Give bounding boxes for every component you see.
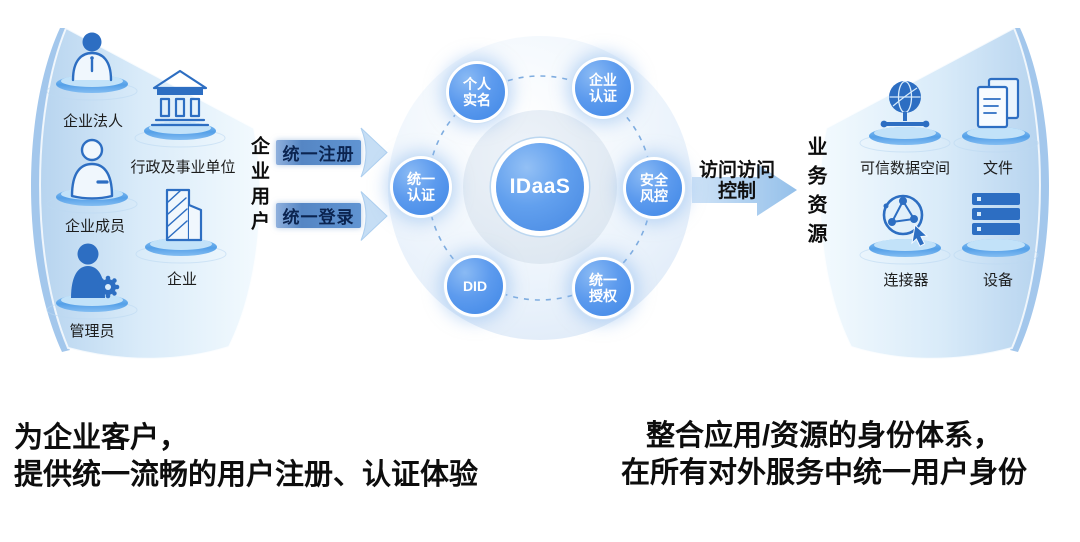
access-control-label: 访问访问 控制: [698, 160, 775, 202]
right-caption-line1: 整合应用/资源的身份体系，: [645, 420, 1003, 452]
platform: [953, 127, 1039, 153]
left-caption-line1: 为企业客户，: [14, 422, 189, 454]
right-caption-line2: 在所有对外服务中统一用户身份: [620, 457, 1027, 489]
data-globe-icon: [880, 80, 930, 128]
left-caption-line2: 提供统一流畅的用户注册、认证体验: [14, 459, 479, 491]
documents-icon: [976, 77, 1020, 129]
person-icon: [70, 138, 114, 200]
login-arrowhead: [360, 191, 388, 241]
idaas-core-circle: IDaaS: [496, 143, 584, 231]
left-fan-item-label: 管理员: [69, 323, 115, 340]
platform: [953, 239, 1039, 265]
left-fan-item-label: 企业法人: [62, 113, 124, 130]
left-fan-item-label: 行政及事业单位: [130, 159, 236, 176]
satellite-unified-authentication: 统一 认证: [393, 159, 449, 215]
unified-register-arrow-label: 统一注册: [276, 140, 361, 165]
admin-gear-icon: [71, 243, 120, 299]
platform: [135, 238, 227, 264]
right-fan-item-label: 设备: [982, 272, 1014, 289]
person-tie-icon: [71, 32, 113, 82]
satellite-unified-authorization: 统一 授权: [575, 260, 631, 316]
connector-icon: [882, 194, 929, 247]
satellite-enterprise-certification: 企业 认证: [575, 60, 631, 116]
left-fan-item-label: 企业: [166, 271, 198, 288]
satellite-security-risk-control: 安全 风控: [626, 160, 682, 216]
servers-icon: [972, 193, 1020, 235]
bank-icon: [150, 69, 210, 127]
business-resources-vertical-label: 业务资源: [804, 136, 826, 252]
right-fan-item-label: 文件: [982, 160, 1014, 177]
platform: [859, 127, 951, 153]
right-fan-item-label: 可信数据空间: [859, 160, 951, 177]
office-building-icon: [165, 188, 203, 242]
right-fan-item-label: 连接器: [883, 272, 929, 289]
access-control-arrow: [692, 164, 797, 216]
left-fan-item-label: 企业成员: [64, 218, 126, 235]
register-arrowhead: [360, 127, 388, 178]
left-caption: 为企业客户， 提供统一流畅的用户注册、认证体验: [14, 420, 478, 494]
enterprise-users-vertical-label: 企业用户: [248, 136, 269, 236]
satellite-did: DID: [447, 258, 503, 314]
satellite-personal-realname: 个人 实名: [449, 64, 505, 120]
unified-login-arrow-label: 统一登录: [276, 203, 361, 228]
right-caption: 整合应用/资源的身份体系， 在所有对外服务中统一用户身份: [596, 418, 1052, 492]
